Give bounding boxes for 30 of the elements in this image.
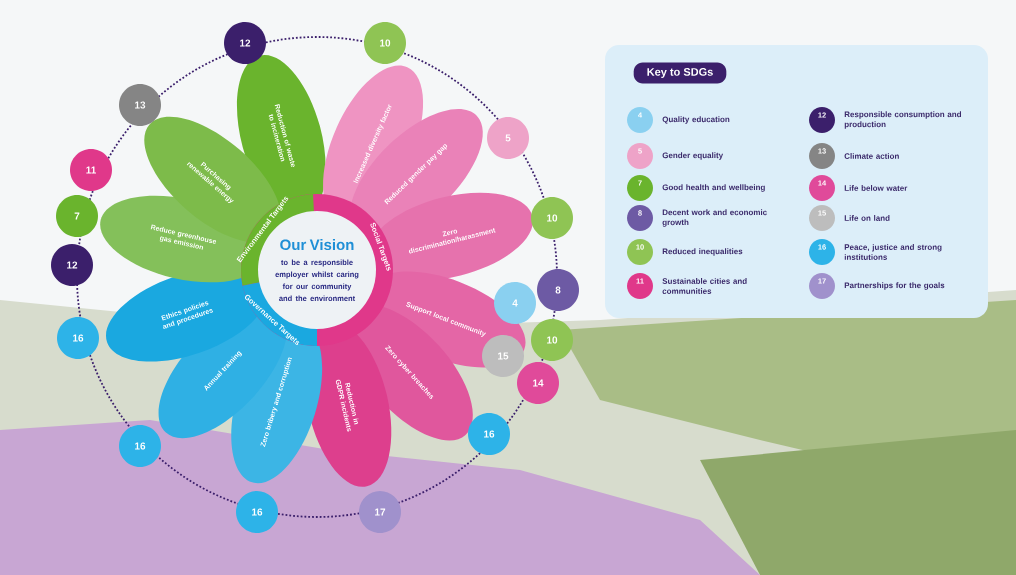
sdg-badge: 11 bbox=[70, 149, 112, 191]
sdg-badge: 16 bbox=[236, 491, 278, 533]
sdg-badge: 10 bbox=[531, 197, 573, 239]
sdg-badge: 16 bbox=[119, 425, 161, 467]
sdg-badge: 16 bbox=[57, 317, 99, 359]
legend-text: Life on land bbox=[844, 215, 890, 221]
sdg-badge: 8 bbox=[537, 269, 579, 311]
sdg-badge: 16 bbox=[468, 413, 510, 455]
legend-text: Responsible consumption and production bbox=[844, 111, 962, 129]
legend-text: Reduced inequalities bbox=[662, 248, 743, 256]
legend-text: Gender equality bbox=[662, 152, 724, 160]
sdg-badge: 10 bbox=[364, 22, 406, 64]
legend-text: Quality education bbox=[662, 116, 730, 124]
sdg-badge: 5 bbox=[487, 117, 529, 159]
legend-text: Decent work and economic growth bbox=[662, 209, 767, 227]
sdg-badge: 4 bbox=[494, 282, 536, 324]
sdg-badge: 17 bbox=[359, 491, 401, 533]
sdg-badge: 10 bbox=[531, 319, 573, 361]
key-title: Key to SDGs bbox=[633, 62, 727, 84]
legend-text: Partnerships for the goals bbox=[844, 282, 945, 290]
sdg-badge: 12 bbox=[224, 22, 266, 64]
legend-text: Sustainable cities and communities bbox=[662, 278, 747, 294]
legend-text: Climate action bbox=[844, 153, 899, 159]
sdg-badge: 12 bbox=[51, 244, 93, 286]
legend-text: Life below water bbox=[844, 185, 908, 191]
sdg-badge: 7 bbox=[56, 195, 98, 237]
legend-text: Good health and wellbeing bbox=[662, 184, 765, 192]
sdg-badge: 14 bbox=[517, 362, 559, 404]
sdg-badge: 13 bbox=[119, 84, 161, 126]
legend-text: Peace, justice and strong institutions bbox=[844, 244, 942, 260]
